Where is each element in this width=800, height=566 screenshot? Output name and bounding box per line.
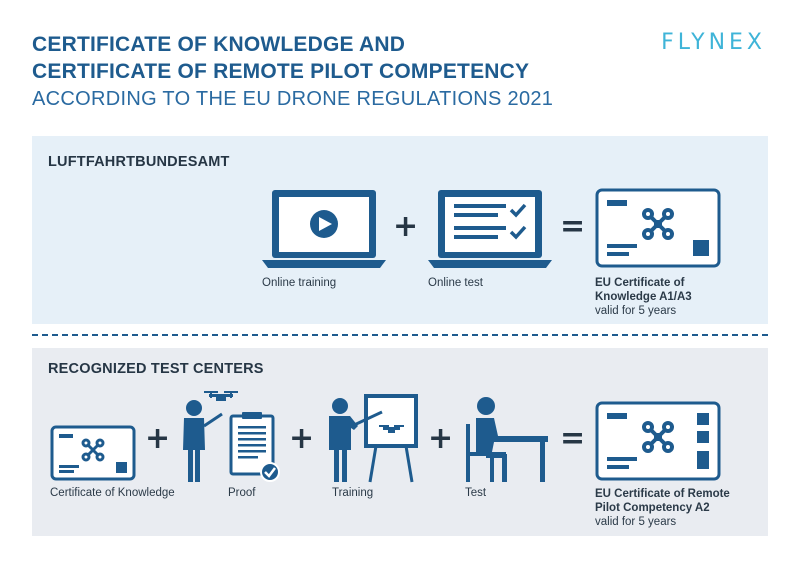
cert-a1a3-validity: valid for 5 years [595,305,677,317]
cert-a2-line2: Pilot Competency A2 [595,502,710,514]
test-centers-section-title: RECOGNIZED TEST CENTERS [48,361,264,377]
online-training-label: Online training [262,277,337,289]
drone-certificate-card-icon [50,425,136,481]
eu-certificate-a2-caption: EU Certificate of Remote Pilot Competenc… [595,487,730,529]
training-label: Training [332,487,374,499]
instructor-board-icon [326,392,422,484]
eu-certificate-a1a3-caption: EU Certificate of Knowledge A1/A3 valid … [595,276,692,318]
title-line-2: CERTIFICATE OF REMOTE PILOT COMPETENCY [32,60,530,83]
subtitle: ACCORDING TO THE EU DRONE REGULATIONS 20… [32,88,554,110]
laptop-checklist-icon [428,188,552,272]
title-line-1: CERTIFICATE OF KNOWLEDGE AND [32,33,406,56]
lba-section-title: LUFTFAHRTBUNDESAMT [48,154,230,170]
equals-operator: = [560,209,586,244]
equals-operator: = [560,421,586,456]
cert-a2-validity: valid for 5 years [595,516,677,528]
online-test-label: Online test [428,277,483,289]
cert-a1a3-line1: EU Certificate of [595,277,685,289]
flynex-logo: FLYNEX [661,30,766,55]
plus-operator: + [393,209,419,244]
person-drone-clipboard-icon [176,386,286,484]
person-desk-icon [462,394,552,484]
drone-certificate-card-icon [595,401,721,481]
cert-a1a3-line2: Knowledge A1/A3 [595,291,692,303]
drone-certificate-card-icon [595,188,721,268]
test-label: Test [465,487,487,499]
section-divider [32,334,768,336]
plus-operator: + [289,421,315,456]
cert-a2-line1: EU Certificate of Remote [595,488,730,500]
proof-label: Proof [228,487,256,499]
laptop-video-icon [262,188,386,272]
certificate-of-knowledge-label: Certificate of Knowledge [50,487,175,499]
plus-operator: + [145,421,171,456]
plus-operator: + [428,421,454,456]
